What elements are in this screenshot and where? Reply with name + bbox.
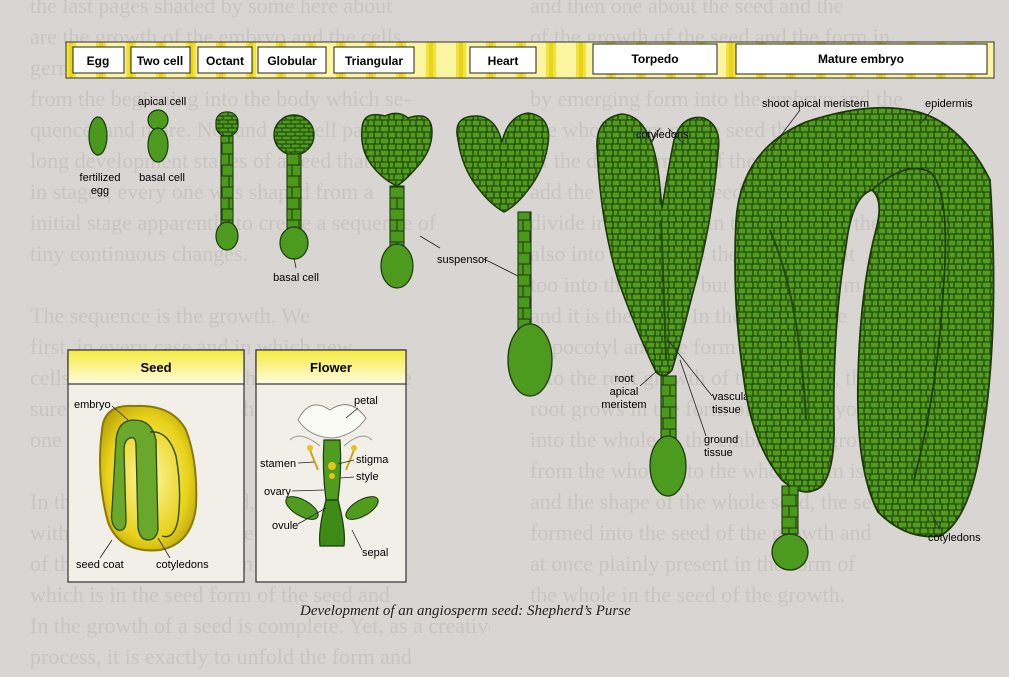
flower-label-petal: petal [354, 395, 378, 407]
svg-text:Octant: Octant [206, 54, 244, 68]
svg-text:Egg: Egg [87, 54, 110, 68]
label-cotyledons-top: cotyledons [636, 129, 689, 141]
mature-embryo [735, 108, 994, 570]
label-root-apical-3: meristem [601, 399, 646, 411]
flower-label-style: style [356, 471, 379, 483]
label-suspensor: suspensor [437, 254, 488, 266]
seed-label-cotyledons: cotyledons [156, 559, 209, 571]
octant-embryo [216, 112, 238, 250]
seed-label-embryo: embryo [74, 399, 111, 411]
stage-label-heart: Heart [470, 47, 536, 73]
two-cell-embryo [148, 110, 168, 162]
flower-label-ovary: ovary [264, 486, 291, 498]
label-vascular-2: tissue [712, 404, 741, 416]
stage-label-egg: Egg [73, 47, 124, 73]
svg-text:Globular: Globular [267, 54, 317, 68]
label-ground-2: tissue [704, 447, 733, 459]
svg-text:Mature embryo: Mature embryo [818, 52, 904, 66]
torpedo-embryo [597, 114, 719, 496]
label-epidermis: epidermis [925, 98, 973, 110]
label-apical-cell: apical cell [138, 96, 186, 108]
flower-title: Flower [310, 360, 352, 375]
seed-label-seed-coat: seed coat [76, 559, 124, 571]
stage-label-octant: Octant [198, 47, 252, 73]
stage-label-mature-embryo: Mature embryo [736, 44, 987, 74]
stage-label-torpedo: Torpedo [593, 44, 717, 74]
label-basal-cell-bottom: basal cell [273, 272, 319, 284]
flower-label-stigma: stigma [356, 454, 389, 466]
label-fertilized-egg-2: egg [91, 185, 109, 197]
svg-text:Two cell: Two cell [137, 54, 183, 68]
svg-text:Torpedo: Torpedo [631, 52, 678, 66]
label-fertilized-egg-1: fertilized [80, 172, 121, 184]
label-shoot-apical-meristem: shoot apical meristem [762, 98, 869, 110]
triangular-embryo [362, 113, 432, 288]
flower-label-stamen: stamen [260, 458, 296, 470]
stage-label-globular: Globular [258, 47, 326, 73]
label-root-apical-1: root [615, 373, 634, 385]
flower-label-ovule: ovule [272, 520, 298, 532]
svg-text:Triangular: Triangular [345, 54, 403, 68]
seed-panel: Seed embryo seed coat cotyledons [68, 350, 244, 582]
flower-label-sepal: sepal [362, 547, 388, 559]
flower-panel: Flower petal stamen stigma style ovary o… [256, 350, 406, 582]
seed-title: Seed [140, 360, 171, 375]
stage-label-triangular: Triangular [334, 47, 414, 73]
label-root-apical-2: apical [610, 386, 639, 398]
svg-text:Heart: Heart [488, 54, 519, 68]
label-ground-1: ground [704, 434, 738, 446]
seed-illustration [100, 406, 196, 551]
globular-embryo [274, 115, 314, 259]
figure-caption: Development of an angiosperm seed: Sheph… [300, 603, 770, 620]
label-basal-cell-top: basal cell [139, 172, 185, 184]
egg-embryo [89, 117, 107, 155]
stage-label-two-cell: Two cell [131, 47, 190, 73]
label-cotyledons-bottom: cotyledons [928, 532, 981, 544]
